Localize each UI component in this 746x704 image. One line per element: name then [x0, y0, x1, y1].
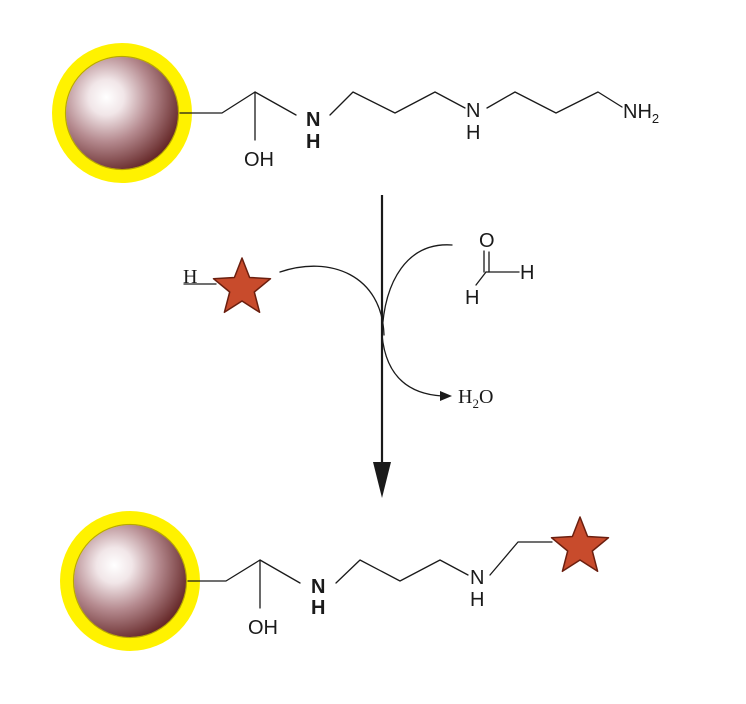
- bottom-amine2-n-label: N: [470, 567, 484, 589]
- formaldehyde-h-right-label: H: [520, 262, 534, 284]
- bottom-chain-bonds: [187, 559, 301, 584]
- bottom-hydroxyl-label: OH: [248, 617, 278, 639]
- aryl-reagent: H: [183, 257, 272, 314]
- bottom-chain-bonds-3: [489, 541, 553, 576]
- bottom-amine1-h-label: H: [311, 597, 325, 619]
- water-arrowhead: [440, 391, 452, 401]
- water-byproduct: H2O: [458, 386, 493, 411]
- water-label: H2O: [458, 386, 493, 411]
- top-terminal-amine-subscript: 2: [652, 111, 659, 126]
- bottom-amine2-h-label: H: [470, 589, 484, 611]
- top-chain-bonds-2: [329, 91, 466, 116]
- formaldehyde-h-left-label: H: [465, 287, 479, 309]
- bottom-amine1-n-label: N: [311, 576, 325, 598]
- formaldehyde-reagent: O H H: [465, 230, 534, 309]
- top-amine2-n-label: N: [466, 100, 480, 122]
- reaction-arrow: [373, 195, 391, 498]
- water-subscript: 2: [472, 396, 479, 411]
- top-chain-bonds-3: [486, 91, 623, 114]
- top-amine2-h-label: H: [466, 122, 480, 144]
- fluorophore-star-icon: [212, 257, 272, 314]
- top-amine1-h-label: H: [306, 131, 320, 153]
- fluorophore-star-icon: [550, 516, 610, 573]
- top-amine1-n-label: N: [306, 109, 320, 131]
- incoming-curved-arrows: [279, 244, 453, 401]
- top-hydroxyl-label: OH: [244, 149, 274, 171]
- formaldehyde-ch-bond-left: [475, 271, 487, 286]
- bottom-product-bead: OH N H N H: [60, 511, 610, 651]
- top-chain-bonds: [179, 91, 297, 116]
- nanoparticle-bead-icon: [60, 511, 200, 651]
- top-terminal-amine-label: NH2: [623, 101, 659, 126]
- aryl-h-label: H: [183, 266, 197, 288]
- top-functionalized-bead: OH N H N H NH2: [52, 43, 659, 183]
- formaldehyde-o-label: O: [479, 230, 495, 252]
- nanoparticle-bead-icon: [52, 43, 192, 183]
- bottom-chain-bonds-2: [335, 559, 469, 584]
